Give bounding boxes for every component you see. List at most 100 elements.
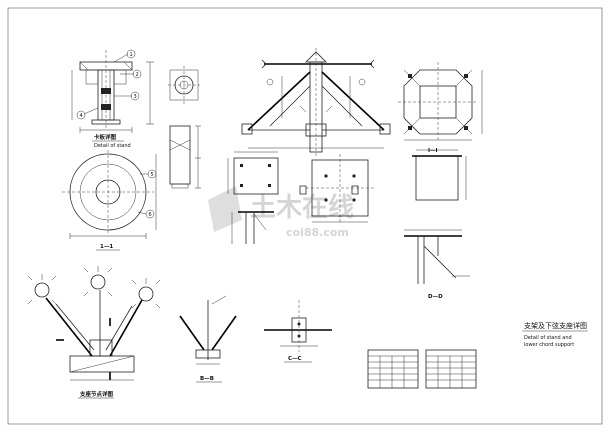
base-plate-2-bolt-1 [324,174,328,178]
clamp-left [299,185,307,195]
material-table-left [367,349,419,389]
stand-leader-1 [113,53,129,63]
truss-diag-right-outer [321,71,385,131]
dd-brace [423,245,457,279]
flange-title: 1—1 [100,244,113,250]
bb-title: B—B [200,376,214,382]
stand-balloon-4 [76,110,86,120]
main-title-en-1: Detail of stand and [524,335,572,341]
stand-balloon-3 [130,91,140,101]
flange-balloon-6-text: 6 [149,212,152,218]
stand-balloon-4-text: 4 [80,113,83,119]
pipe-section-body [169,125,191,185]
node-base-block [69,355,135,373]
base-plate-1-outline [233,157,279,195]
flange-leader-6 [137,211,147,215]
node-pipe-center [83,266,113,297]
base-plate-2-bolt-2 [352,174,356,178]
detail-flange-1-1: 5 6 1—1 [62,150,157,251]
hanger-frame-outline [415,155,459,201]
clamp-right [351,185,359,195]
node-pipe-center-rays [83,266,113,297]
detail-base-plate-1 [227,151,279,195]
base-plate-1-bolt-bl [240,184,243,187]
bb-diag-left [179,315,205,351]
node-pipe-center-circle [90,274,106,290]
octagon-bolt-tl [408,74,412,78]
watermark-logo-icon [208,186,242,232]
cc-title: C—C [288,356,302,362]
base-plate-2-bolt-4 [352,198,356,202]
detail-support-node: 支座节点详图 [27,266,161,399]
small-stand-brace [253,213,267,231]
truss-diag-left-outer [247,71,311,131]
pipe-section-base [171,183,189,189]
base-plate-1-bolt-tr [268,164,271,167]
stand-bolt-lower [101,104,111,110]
stand-balloon-1-text: 1 [130,52,133,58]
stand-balloon-2-text: 2 [136,72,139,78]
detail-pipe-plan [168,66,200,104]
detail-truss-top [241,48,391,158]
truss-bar-right-end [369,59,375,69]
stand-title-en: Detail of stand [94,143,131,149]
flange-inner-hole [95,179,121,205]
truss-label-balloon-left [266,78,274,86]
bb-base [195,349,221,359]
truss-diag-left-inner [269,85,311,127]
octagon-bolt-br [464,126,468,130]
node-pipe-right-circle [138,286,154,302]
base-plate-2-bolt-3 [324,198,328,202]
node-pipe-left-rays [27,274,57,305]
cc-bolt-1 [297,322,301,326]
stand-gusset-right [113,69,127,85]
node-pipe-right [131,278,161,309]
detail-stand: 1 2 3 4 卡板详图 Detail of stand [71,49,154,149]
dd-title: D—D [428,294,443,300]
detail-small-stand [231,211,274,244]
stand-gusset-left [85,69,99,85]
detail-base-plate-2 [306,154,374,223]
detail-hanger-frame [412,149,467,201]
node-diag-left-inner [55,303,95,351]
pipe-section-hatch-2 [169,139,191,151]
bb-diag-right [211,315,237,351]
octagon-title: I—I [428,148,438,154]
octagon-bolt-tr [464,74,468,78]
stand-base-plate [91,119,121,125]
truss-column [309,61,323,153]
node-diag-right [109,299,143,357]
detail-small-clamps [299,185,359,195]
node-diag-right-inner [105,305,133,351]
detail-d-d: D—D [404,229,470,300]
sheet-frame [7,7,603,425]
stand-balloon-2 [132,69,142,79]
node-diag-left [45,297,93,357]
flange-bolt-circle [79,163,137,221]
truss-label-balloon-right [358,78,366,86]
detail-octagon-plan: I—I [398,62,483,154]
flange-balloon-5-text: 5 [151,172,154,178]
truss-node-mark-2 [325,105,333,113]
stand-top-plate-right-hatch [123,61,133,71]
node-base-hatch [69,355,135,373]
stand-title-cn: 卡板详图 [94,133,117,141]
flange-outer-ring [69,153,147,231]
truss-diag-right-inner [321,85,363,127]
detail-c-c: C—C [264,300,332,363]
mat-table-right-frame [425,349,477,389]
detail-pipe-section [169,125,201,189]
mat-table-left-frame [367,349,419,389]
octagon-bolt-bl [408,126,412,130]
truss-node-right [379,123,391,135]
node-pipe-right-rays [131,278,161,309]
main-title-en-2: lower chord support [524,342,574,348]
stand-leader-4 [83,107,99,115]
flange-balloon-6 [145,209,155,219]
base-plate-1-bolt-br [268,184,271,187]
truss-node-center [305,123,327,137]
title-block: 支架及下弦支座详图 Detail of stand and lower chor… [522,321,588,348]
stand-bolt-upper [101,88,111,94]
